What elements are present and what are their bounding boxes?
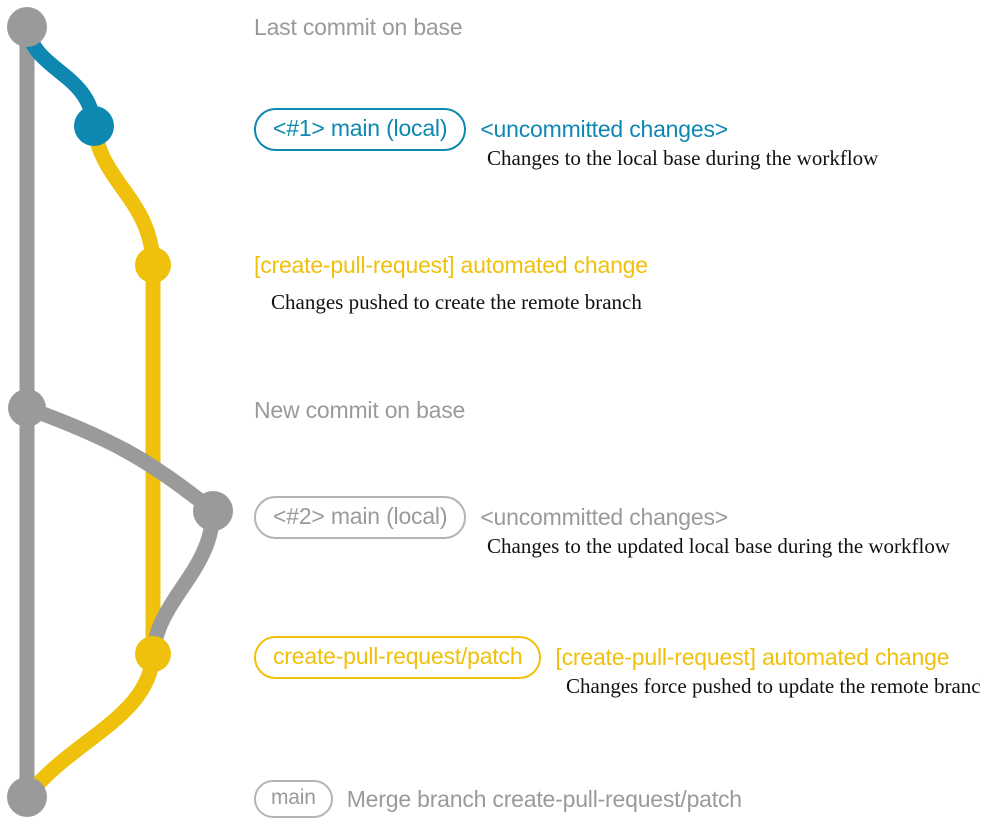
row-local-main-2: <#2> main (local) <uncommitted changes>: [254, 496, 728, 539]
commit-subject-merge: Merge branch create-pull-request/patch: [346, 785, 742, 812]
row-local-main-1: <#1> main (local) <uncommitted changes>: [254, 108, 728, 151]
ref-badge-main[interactable]: main: [254, 780, 333, 818]
commit-node-local-main-1[interactable]: [74, 106, 114, 146]
row-automated-change-1: [create-pull-request] automated change: [254, 252, 648, 279]
commit-description-automated-change-2: Changes force pushed to update the remot…: [566, 674, 981, 698]
row-label-new-commit-on-base: New commit on base: [254, 397, 466, 423]
commit-subject-automated-change-1: [create-pull-request] automated change: [254, 252, 648, 278]
commit-subject-local-main-1: <uncommitted changes>: [480, 116, 728, 142]
row-merge-commit: main Merge branch create-pull-request/pa…: [254, 780, 742, 818]
commit-node-automated-change-2[interactable]: [135, 636, 171, 672]
commit-subject-automated-change-2: [create-pull-request] automated change: [555, 644, 950, 670]
commit-node-merge[interactable]: [7, 777, 47, 817]
commit-node-local-main-2[interactable]: [193, 491, 233, 531]
commit-node-last-commit-on-base[interactable]: [7, 7, 47, 47]
commit-node-new-commit-on-base[interactable]: [8, 389, 46, 427]
patch-merge-yellow-line: [19, 646, 161, 805]
commit-description-automated-change-1: Changes pushed to create the remote bran…: [271, 290, 642, 314]
commit-subject-local-main-2: <uncommitted changes>: [480, 504, 728, 530]
updated-local-gray-line: [19, 400, 221, 519]
updated-local-to-patch-gray-line: [145, 503, 221, 662]
ref-badge-create-pull-request-patch[interactable]: create-pull-request/patch: [254, 636, 542, 679]
commit-node-automated-change-1[interactable]: [135, 247, 171, 283]
row-automated-change-2: create-pull-request/patch [create-pull-r…: [254, 636, 949, 679]
row-label-last-commit-on-base: Last commit on base: [254, 14, 463, 40]
commit-description-local-main-2: Changes to the updated local base during…: [487, 534, 951, 558]
patch-branch-yellow-line: [86, 118, 161, 662]
commit-description-local-main-1: Changes to the local base during the wor…: [487, 146, 879, 170]
ref-badge-local-main-1[interactable]: <#1> main (local): [254, 108, 467, 151]
ref-badge-local-main-2[interactable]: <#2> main (local): [254, 496, 467, 539]
